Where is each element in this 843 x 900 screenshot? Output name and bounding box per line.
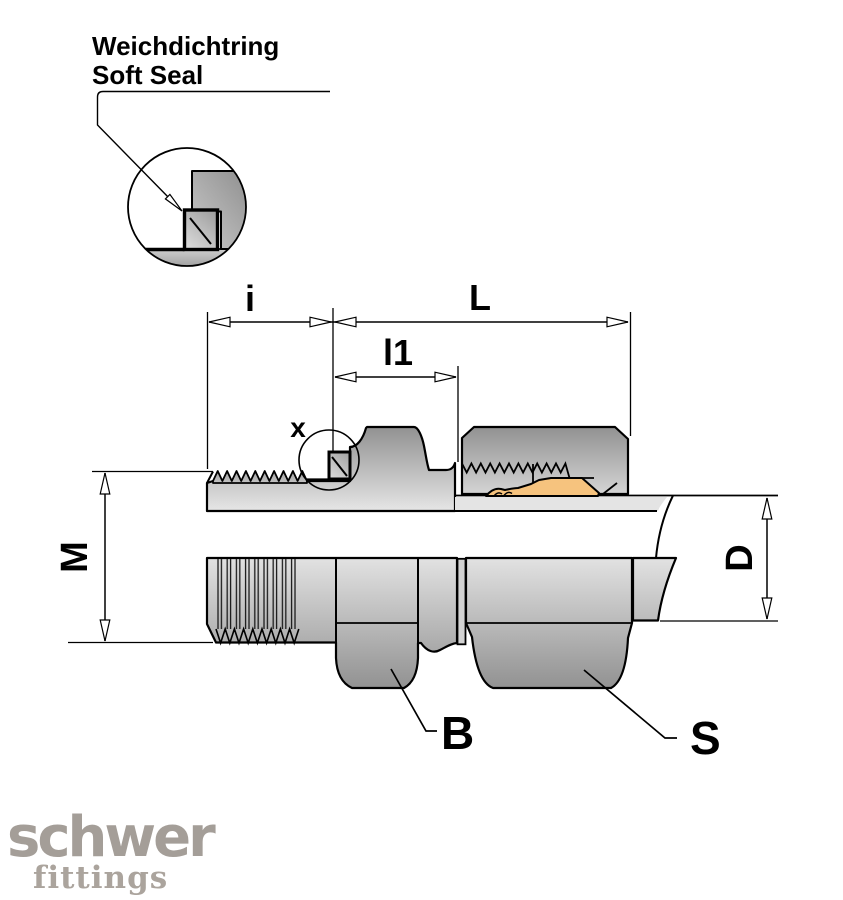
arrowheads (99, 316, 773, 642)
detail-seal-diagonal (189, 217, 212, 245)
detail-soft-seal (182, 208, 220, 252)
stud-thread-profile (212, 470, 308, 484)
ferrule-cutting-edges (493, 491, 513, 497)
annotation-leader (96, 90, 330, 202)
nut-back-chamfer (602, 482, 618, 495)
leader-S (583, 669, 677, 739)
annotation-line2: Soft Seal (92, 60, 203, 90)
dim-label-l1: l1 (383, 332, 413, 373)
leader-B (390, 668, 437, 732)
dim-label-D: D (719, 544, 761, 571)
detail-circle (127, 147, 247, 267)
soft-seal-ferrule (485, 477, 600, 497)
detail-circle-outline (127, 147, 247, 267)
logo-sub: fittings (33, 860, 168, 896)
nut-internal-thread (461, 461, 594, 479)
stud-left-chamfer (206, 471, 214, 484)
seal-location (298, 429, 360, 491)
annotation-line1: Weichdichtring (92, 31, 279, 61)
soft-seal-diagonal (331, 456, 348, 477)
logo: schwer fittings (7, 805, 219, 896)
fitting-body-section (205, 425, 778, 559)
part-label-B: B (441, 707, 474, 759)
annotation-arrowhead (164, 193, 183, 212)
fitting-body-external (205, 556, 678, 690)
tube-break-top (655, 495, 674, 559)
stud-thread-roots (215, 626, 300, 646)
part-label-S: S (690, 712, 721, 764)
soft-seal-annotation: Weichdichtring Soft Seal (92, 31, 330, 212)
dim-label-i: i (245, 278, 255, 319)
tube-wall-section (455, 497, 667, 511)
logo-brand: schwer (7, 805, 216, 870)
washer-edge (456, 557, 467, 646)
dim-label-x: x (290, 412, 306, 443)
part-leaders: B S (390, 668, 721, 764)
body-profile (205, 425, 457, 513)
dimensions: i L l1 x M D (54, 277, 778, 644)
ext-lines (68, 308, 778, 644)
dim-label-M: M (54, 541, 96, 573)
x-detail-circle (298, 429, 360, 491)
dim-label-L: L (469, 277, 491, 318)
tube-external (631, 556, 678, 622)
stud-thread-lines (216, 559, 299, 629)
